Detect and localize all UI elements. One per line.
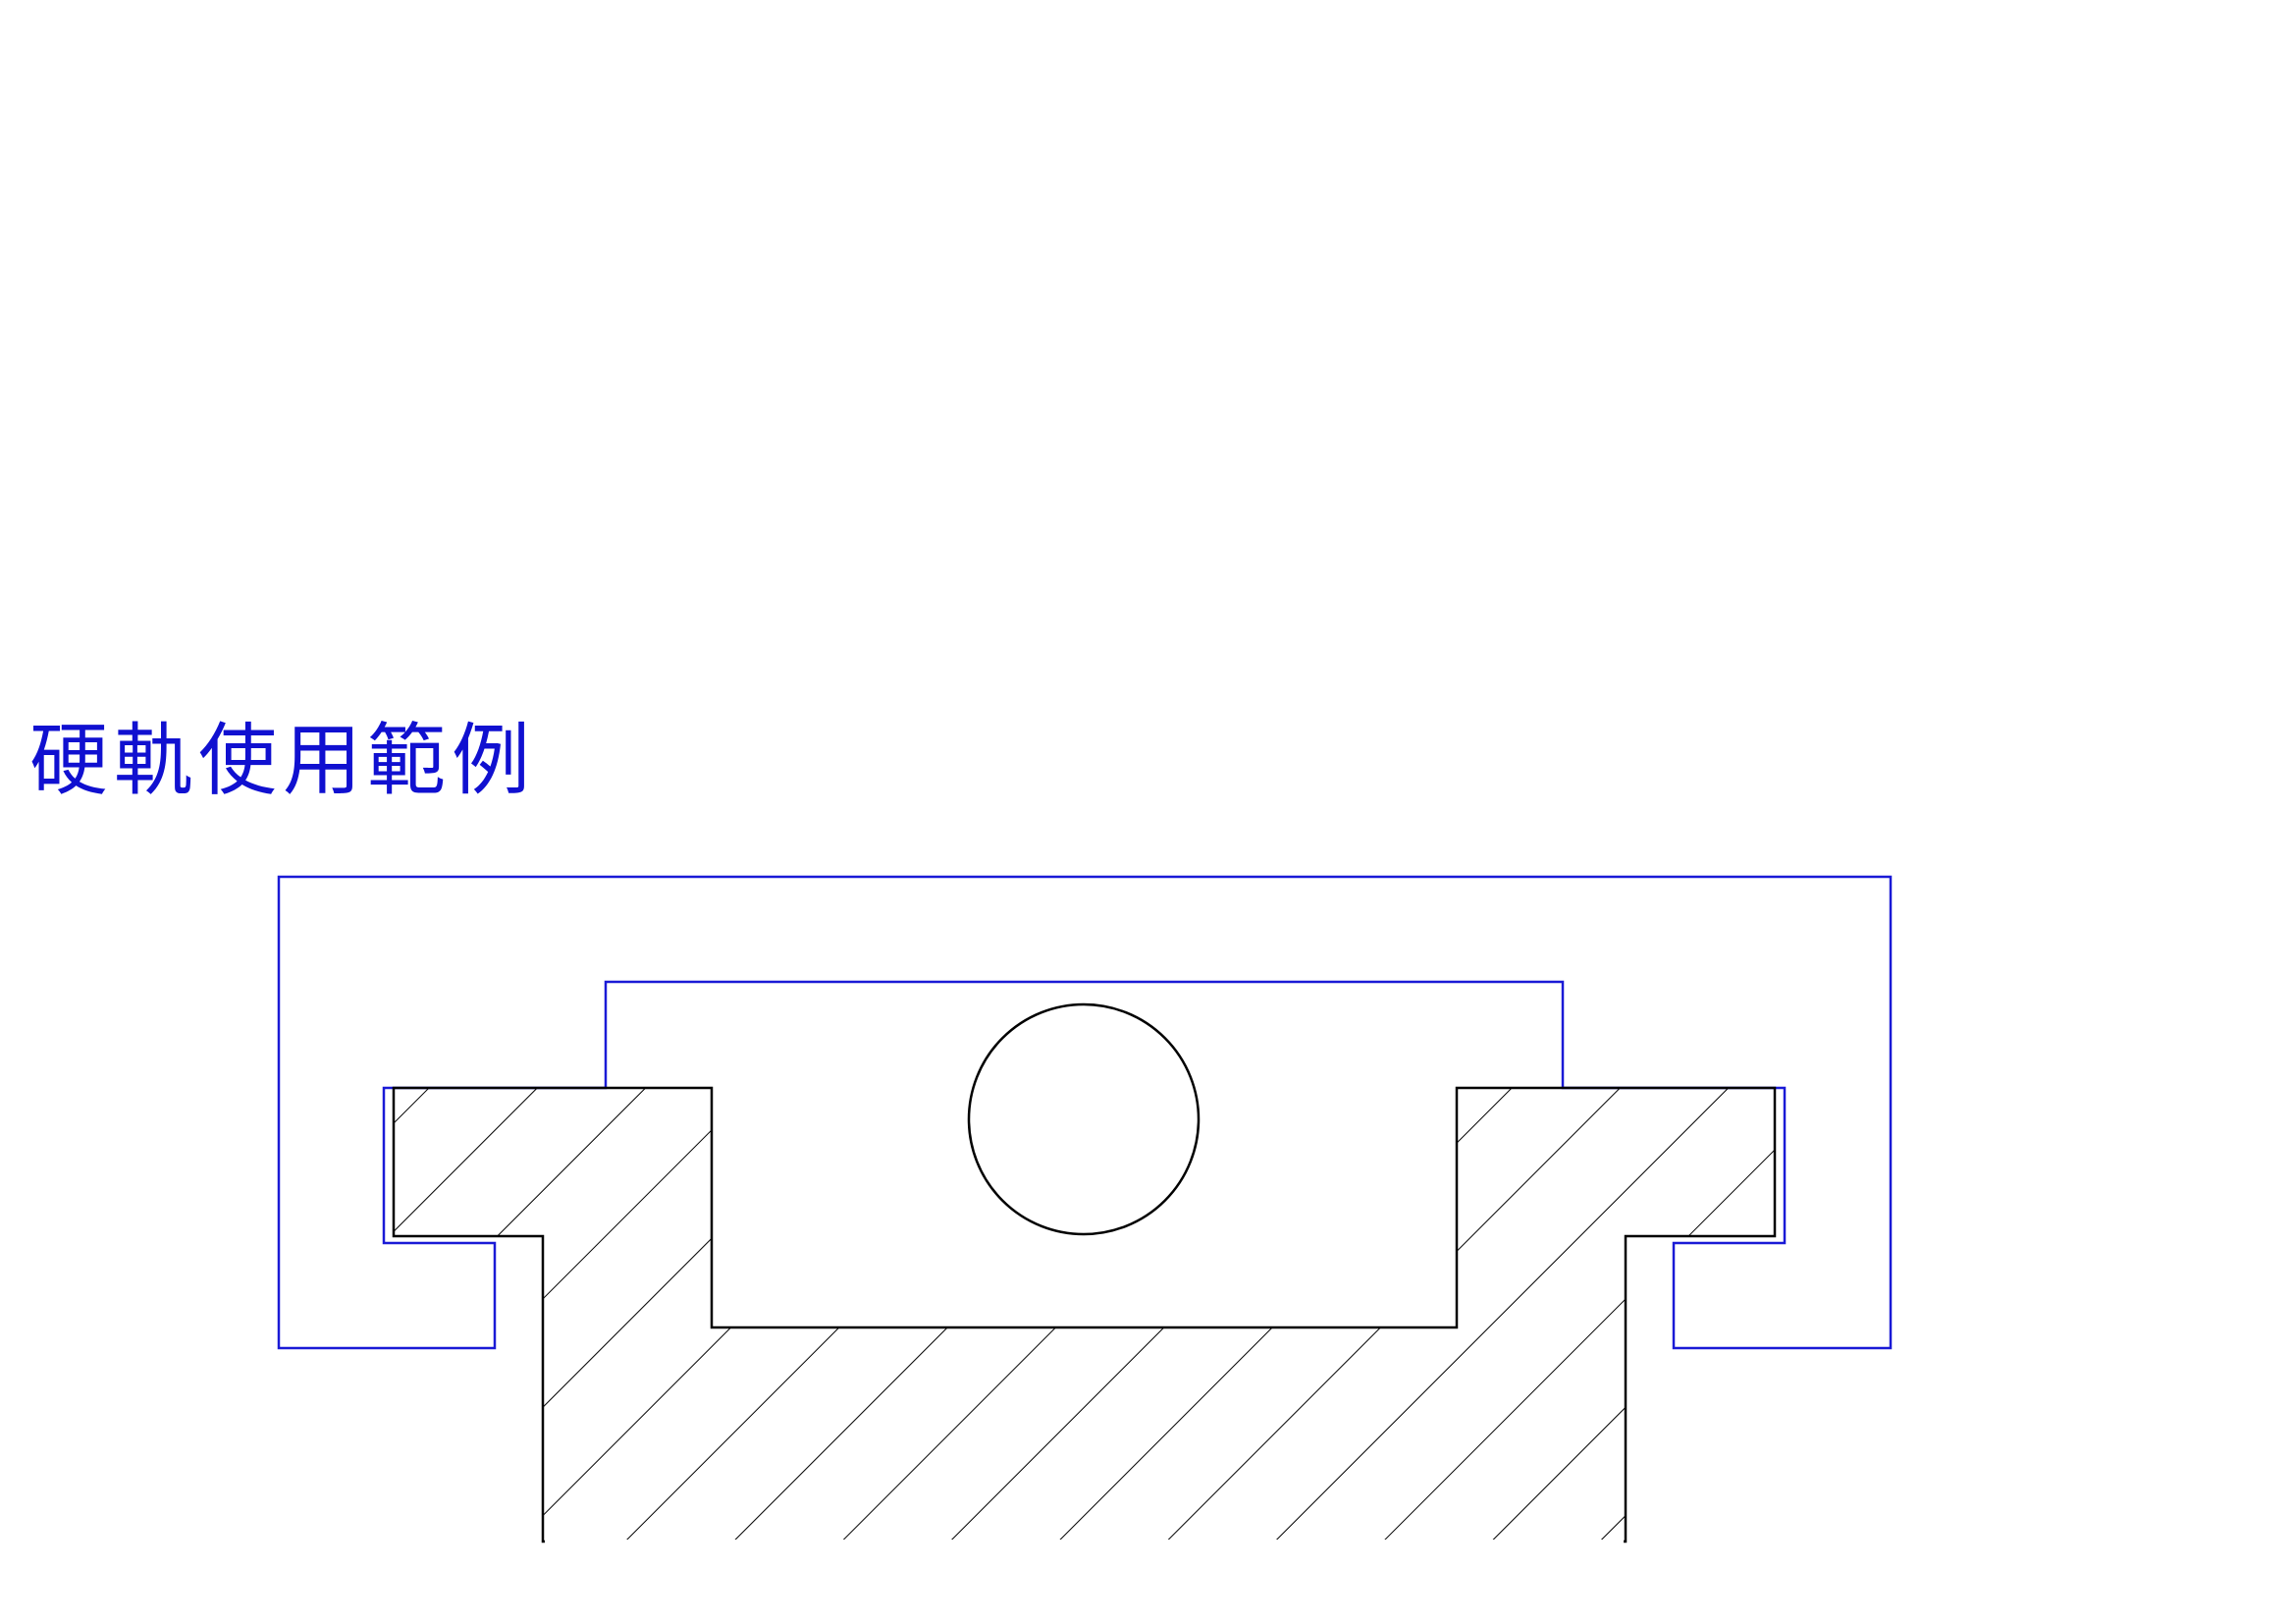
carriage-outline: [277, 875, 1893, 1350]
drawing-title: 硬軌使用範例: [29, 715, 536, 806]
rolling-ball: [967, 1002, 1201, 1236]
rail-cross-section: [392, 1086, 1777, 1543]
section-cut-edge: [545, 1540, 1624, 1545]
